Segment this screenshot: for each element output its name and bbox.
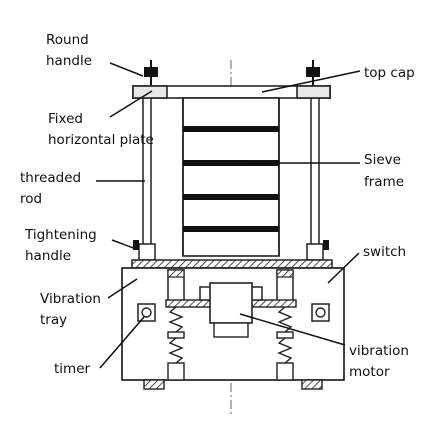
spring-left <box>167 306 185 364</box>
label-switch: switch <box>363 244 406 260</box>
label-fixed-plate: Fixed horizontal plate <box>48 111 154 148</box>
leader-vibration-tray <box>107 278 138 299</box>
leader-fixed-plate <box>109 90 153 118</box>
leader-round-handle <box>109 62 144 77</box>
lower-support-right <box>276 362 294 381</box>
tightening-handle-right <box>306 240 329 261</box>
label-round-handle: Round handle <box>46 32 93 69</box>
label-top-cap: top cap <box>364 65 415 81</box>
vibration-tray <box>131 259 333 269</box>
vibration-motor <box>199 282 263 338</box>
label-timer: timer <box>54 361 91 377</box>
threaded-rod-left <box>142 98 152 250</box>
label-vibration-motor: vibration motor <box>349 343 413 380</box>
foot-left <box>143 379 165 390</box>
sieve-frame <box>182 97 280 257</box>
label-tightening-handle: Tightening handle <box>24 227 101 264</box>
label-threaded-rod: threaded rod <box>20 170 85 207</box>
lower-support-left <box>167 362 185 381</box>
round-handle-left <box>144 60 158 90</box>
leader-vibration-motor <box>239 313 346 346</box>
threaded-rod-right <box>310 98 320 250</box>
support-cap-right <box>276 269 294 278</box>
leader-switch <box>327 252 360 284</box>
leader-top-cap <box>261 70 361 93</box>
round-handle-right <box>306 60 320 90</box>
timer <box>137 303 156 322</box>
spring-right <box>276 306 294 364</box>
label-sieve-frame: Sieve frame <box>364 152 405 190</box>
foot-right <box>301 379 323 390</box>
support-cap-left <box>167 269 185 278</box>
leader-timer <box>99 316 145 369</box>
switch <box>311 303 330 322</box>
label-vibration-tray: Vibration tray <box>40 291 105 328</box>
fixed-plate-right <box>296 85 331 99</box>
leader-tightening-handle <box>111 239 137 250</box>
